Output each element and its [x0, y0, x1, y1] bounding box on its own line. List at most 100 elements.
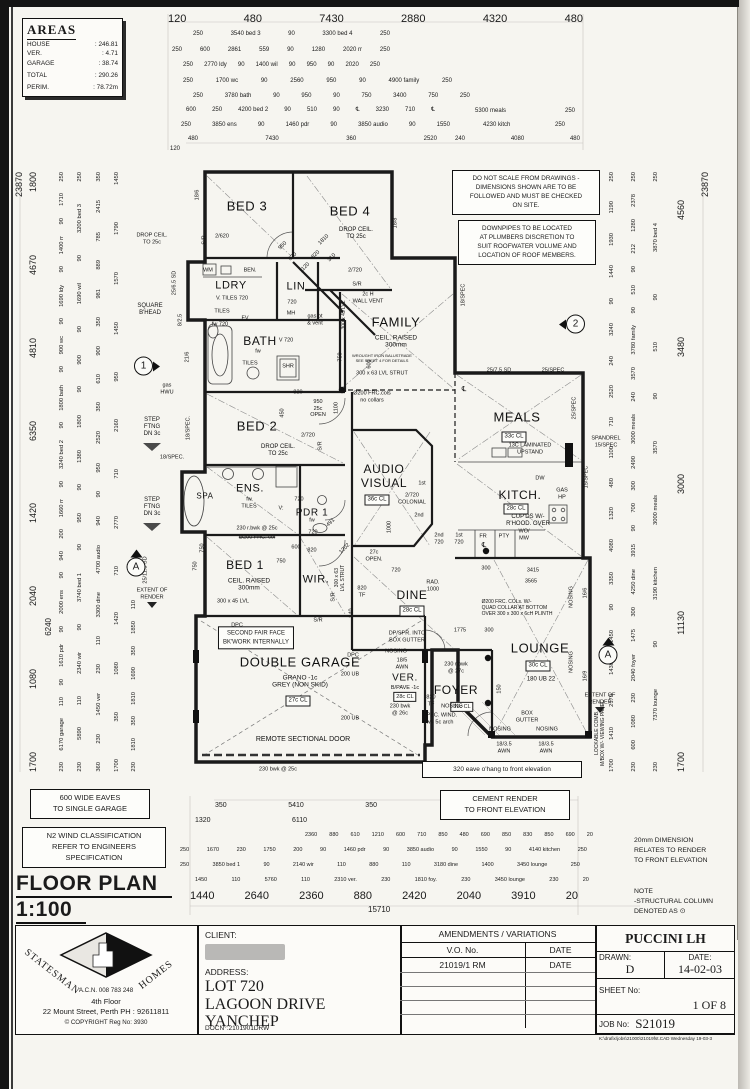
ann-window-18-8: 18/8 [392, 217, 399, 229]
client-redaction [205, 944, 285, 960]
ens-basin-1 [222, 468, 234, 480]
dim-value: 90 [320, 847, 327, 853]
drawn-label: DRAWN: [599, 953, 632, 962]
dim-value: 2020 rr [342, 47, 362, 53]
dim-value: 950 [77, 512, 84, 523]
ann-wrought-iron: WROUGHT IRON BALUSTRADE SEE SHEET 4 FOR … [352, 353, 412, 363]
ann-window-18-6: 18/6 [194, 189, 201, 201]
dim-value: 1800 [28, 172, 38, 193]
ann-centreline-1: ℄ [461, 385, 467, 393]
ann-230-rbwk: 230 r.bwk @ 25c [236, 525, 278, 532]
drawing-title-line2: 1:100 [16, 898, 87, 925]
ann-fw720: fw 720 [211, 321, 229, 328]
dim-value: 6240 [43, 618, 53, 636]
dim-value: 120 [170, 146, 181, 152]
dim-value: 4320 [482, 13, 508, 25]
dim-value: 2040 [28, 586, 38, 607]
dim-value: 350 [96, 172, 103, 182]
interior-walls [196, 172, 590, 745]
dim-value: 90 [327, 62, 335, 68]
ann-820-d: 820 [307, 547, 317, 554]
ann-wm: WM [203, 267, 213, 274]
dim-value: 1550 [436, 122, 450, 128]
scan-edge-top [0, 0, 739, 7]
dim-value: 950 [301, 93, 312, 99]
ann-tiles-wc: TILES [214, 308, 230, 315]
dim-value: 710 [114, 565, 121, 576]
scan-edge-left [0, 0, 9, 1089]
dim-value: 850 [544, 832, 554, 838]
dim-value: 3915 [631, 543, 638, 557]
ann-1100: 1100 [333, 402, 340, 414]
dim-value: 1810 [131, 691, 138, 705]
dim-value: 90 [77, 484, 84, 491]
right-dim-total: 23870 [700, 172, 711, 772]
ann-750-a: 750 [199, 543, 206, 553]
dim-value: 90 [59, 266, 66, 273]
dim-value: 230 [461, 877, 471, 883]
areas-house-value: : 246.81 [94, 41, 118, 48]
ann-fr: FR [479, 533, 487, 540]
dim-value: 1450 ver [96, 692, 103, 716]
ann-sr-garage: S/R [313, 617, 323, 624]
dim-value: 23870 [13, 172, 24, 198]
dim-value: ℄ [431, 107, 435, 113]
dim-value: 710 [417, 832, 427, 838]
pdr-toilet [312, 523, 328, 533]
note-eave-overhang: 320 eave o'hang to front elevation [422, 761, 582, 779]
dim-value: 1700 [114, 759, 121, 772]
dim-value: 1080 [28, 669, 38, 690]
date-label: DATE: [688, 953, 712, 962]
dim-value: 1570 [114, 272, 121, 285]
dim-value: 900 wc [59, 336, 66, 355]
ann-fw-tiles-ens: fw TILES [241, 496, 257, 509]
logo-copyright: © COPYRIGHT Reg No: 3930 [64, 1019, 148, 1026]
ann-300-b: 300 [481, 565, 491, 572]
dim-value: 90 [383, 847, 390, 853]
dim-value: 250 [183, 62, 194, 68]
ann-frc-cols: Ø200 FRC.cols no collars [353, 390, 391, 403]
dim-value: 250 [653, 172, 660, 182]
dim-value: 3850 audio [406, 847, 435, 853]
ann-18-5-awn: 18/5 AWN [395, 657, 409, 670]
dim-value: 559 [259, 47, 270, 53]
ann-720-ens: 720 [294, 496, 304, 503]
dim-value: 1080 [631, 715, 638, 729]
dim-value: 940 [96, 516, 103, 526]
dim-value: 250 [193, 31, 204, 37]
dim-value: 300 [631, 606, 638, 617]
outer-walls [180, 170, 592, 764]
ann-nosing-v2: NOSING [568, 651, 575, 673]
ann-wall-vent: 2c H WALL VENT [352, 291, 384, 304]
scan-paper-edge [738, 0, 750, 1089]
dim-value: 110 [301, 877, 310, 883]
dim-value: 690 [565, 832, 575, 838]
dim-value: 250 [609, 172, 616, 182]
paper-fold-line [737, 0, 738, 940]
dim-value: 90 [408, 122, 416, 128]
dim-value: 3870 bed 4 [653, 223, 660, 253]
ann-16-9: 16/9 [582, 670, 589, 682]
ann-2nd-a: 2nd [414, 512, 424, 519]
dim-value: 1400 [481, 862, 494, 868]
dim-value: 4230 kitch [483, 122, 511, 128]
dim-value: 1280 [311, 47, 326, 53]
dim-value: 230 [653, 762, 660, 772]
dim-value: 1700 [28, 751, 38, 772]
dim-value: 250 [379, 31, 390, 37]
dim-value: 480 [243, 13, 262, 25]
room-av-cl: 36c CL [364, 494, 390, 506]
note-wind-classification: N2 WIND CLASSIFICATION REFER TO ENGINEER… [22, 827, 166, 868]
ann-820-bed2: 820 [293, 389, 303, 396]
ann-18-35-awn-a: 18/3.5 AWN [496, 741, 512, 754]
section-marker-2: 2 [559, 314, 585, 334]
ann-extent-render-1: EXTENT OF RENDER [136, 587, 168, 600]
ann-step-ftng-2: STEP FTNG DN 3c [143, 497, 161, 518]
dim-value: 230 [381, 877, 391, 883]
dim-value: 90 [287, 47, 294, 53]
